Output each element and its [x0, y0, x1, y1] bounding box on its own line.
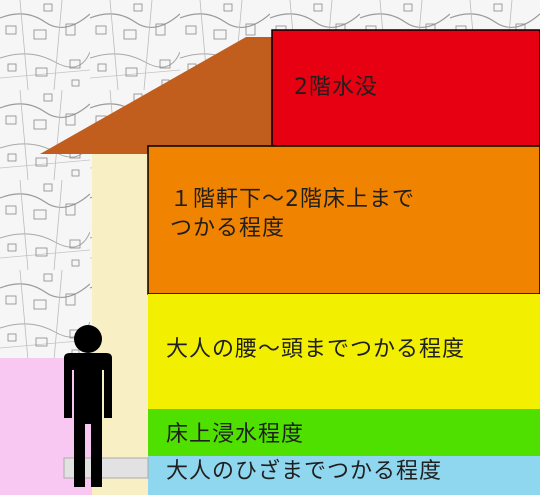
level-band-eaves-to-2f-floor: [147, 145, 540, 295]
level-label-2f-submerged: 2階水没: [294, 75, 378, 100]
level-band-above-floor: [148, 409, 540, 456]
level-band-2f-submerged: [271, 29, 540, 147]
level-label-waist-to-head: 大人の腰〜頭までつかる程度: [166, 337, 466, 362]
level-label-above-floor: 床上浸水程度: [166, 422, 305, 447]
level-label-eaves-to-2f-floor: １階軒下〜2階床上まで つかる程度: [170, 187, 415, 241]
level-band-waist-to-head: [148, 294, 540, 409]
level-band-knee-depth: [148, 456, 540, 495]
house-roof: [40, 37, 272, 154]
level-label-knee-depth: 大人のひざまでつかる程度: [166, 459, 443, 484]
standing-person-icon: [64, 325, 112, 487]
